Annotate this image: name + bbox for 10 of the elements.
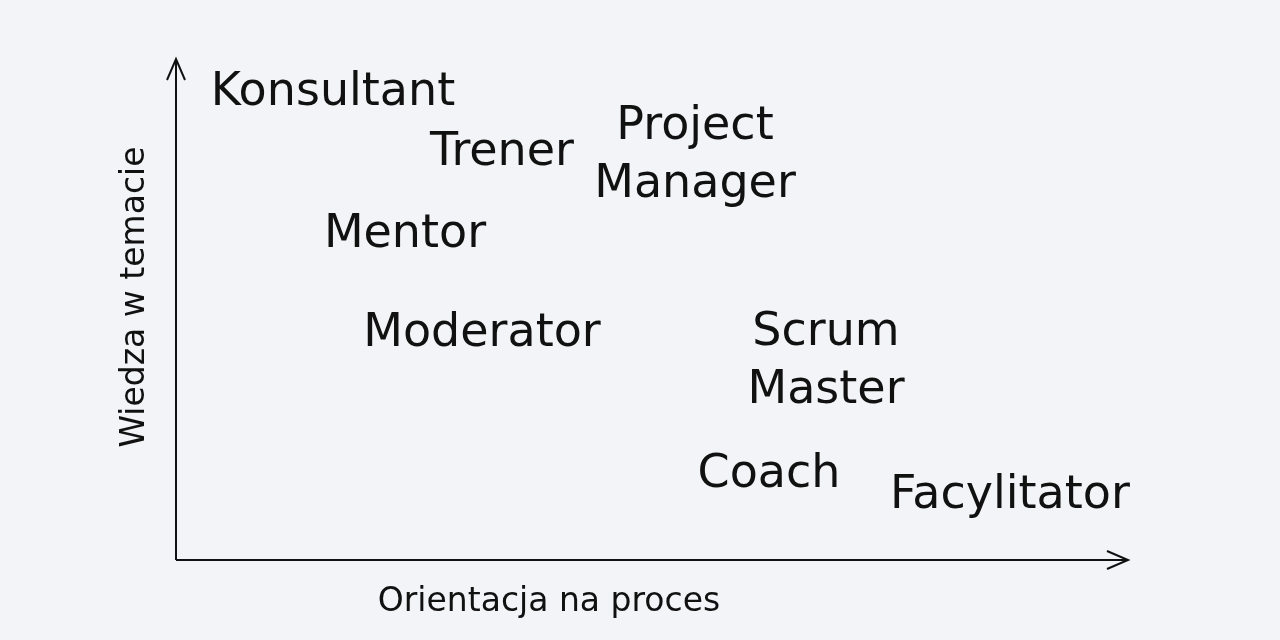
role-label: Konsultant — [210, 62, 456, 118]
role-label: Moderator — [363, 303, 601, 359]
role-label: Facylitator — [890, 465, 1130, 521]
axis-title: Orientacja na proces — [377, 580, 721, 620]
role-label: Project Manager — [594, 94, 796, 210]
role-label: Trener — [430, 122, 574, 178]
role-label: Mentor — [323, 204, 487, 260]
role-label: Coach — [697, 444, 841, 500]
role-label: Scrum Master — [747, 300, 905, 416]
axis-title: Wiedza w temacie — [113, 146, 153, 448]
